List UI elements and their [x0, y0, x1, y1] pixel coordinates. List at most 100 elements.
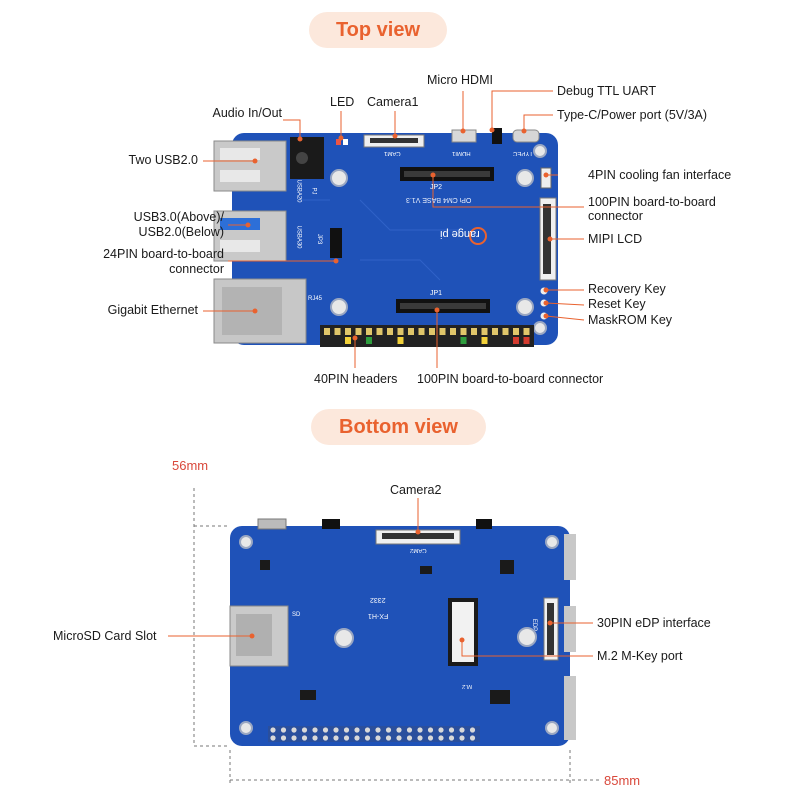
header-pin [513, 328, 519, 335]
silkscreen-jp3: JP3 [316, 233, 323, 245]
label-micro-hdmi: Micro HDMI [427, 73, 493, 87]
pin-hole [469, 727, 476, 733]
label-b2b100-right-line1: 100PIN board-to-board [588, 195, 716, 209]
label-audio: Audio In/Out [212, 106, 283, 120]
header-pin [460, 328, 467, 335]
header-pin [355, 328, 362, 335]
pin-hole [333, 735, 339, 741]
header-pin [513, 337, 519, 344]
header-pin [324, 328, 330, 335]
pin-hole [333, 727, 339, 733]
top-40pin-header [320, 325, 534, 347]
pin-hole [280, 735, 287, 741]
pin-hole [343, 735, 350, 741]
pin-hole [469, 735, 476, 741]
label-m2: M.2 M-Key port [597, 649, 683, 663]
silkscreen-rj45: RJ45 [308, 296, 323, 302]
pin-hole [291, 727, 297, 733]
header-pin [471, 328, 477, 335]
header-pin [376, 337, 383, 344]
header-pin [418, 328, 425, 335]
silkscreen-m2: M.2 [462, 683, 473, 689]
header-pin [324, 337, 330, 344]
label-recovery: Recovery Key [588, 282, 666, 296]
label-led: LED [330, 95, 355, 109]
header-pin [481, 328, 488, 335]
dimension-height: 56mm [172, 458, 209, 473]
label-mipi: MIPI LCD [588, 232, 643, 246]
label-usb3-line2: USB2.0(Below) [138, 225, 224, 239]
header-pin [408, 328, 414, 335]
pin-hole [375, 735, 381, 741]
pin-hole [280, 727, 287, 733]
label-24pin-line1: 24PIN board-to-board [103, 247, 224, 261]
silkscreen-usba30: USBA30 [295, 225, 302, 249]
label-usb3-line1: USB3.0(Above)/ [133, 210, 224, 224]
pin-hole [448, 735, 455, 741]
header-pin [376, 328, 383, 335]
header-pin [523, 328, 530, 335]
header-pin [492, 337, 498, 344]
label-40pin: 40PIN headers [314, 372, 398, 386]
bottom-board [229, 518, 576, 746]
label-usb2: Two USB2.0 [128, 153, 198, 167]
label-camera2: Camera2 [390, 483, 442, 497]
label-typec: Type-C/Power port (5V/3A) [557, 108, 708, 122]
pin-hole [385, 727, 392, 733]
silkscreen-fx: FX-H1 [368, 612, 389, 619]
header-pin [450, 328, 456, 335]
pin-hole [438, 735, 444, 741]
pin-hole [354, 735, 360, 741]
pin-hole [459, 727, 465, 733]
header-pin [355, 337, 362, 344]
header-pin [523, 337, 530, 344]
silkscreen-jp2: JP2 [430, 184, 443, 191]
label-edp: 30PIN eDP interface [597, 616, 711, 630]
silkscreen-cam1: CAM1 [384, 150, 401, 156]
label-maskrom: MaskROM Key [588, 313, 673, 327]
label-camera1: Camera1 [367, 95, 419, 109]
header-pin [366, 337, 372, 344]
header-pin [429, 328, 435, 335]
pin-hole [301, 727, 308, 733]
header-pin [345, 337, 351, 344]
silkscreen-cam2: CAM2 [410, 547, 427, 553]
silkscreen-sd: SD [292, 612, 301, 618]
pin-hole [364, 727, 371, 733]
header-pin [450, 337, 456, 344]
pin-hole [427, 735, 434, 741]
bottom-pin-holes [268, 726, 480, 742]
header-pin [439, 337, 446, 344]
label-24pin-line2: connector [169, 262, 224, 276]
label-fan: 4PIN cooling fan interface [588, 168, 732, 182]
header-pin [502, 337, 509, 344]
pin-hole [301, 735, 308, 741]
pin-hole [438, 727, 444, 733]
header-pin [429, 337, 435, 344]
label-microsd: MicroSD Card Slot [53, 629, 157, 643]
header-pin [492, 328, 498, 335]
header-pin [387, 337, 393, 344]
header-pin [418, 337, 425, 344]
pin-hole [448, 727, 455, 733]
label-debug-uart: Debug TTL UART [557, 84, 657, 98]
pin-hole [270, 727, 276, 733]
pin-hole [312, 735, 318, 741]
silkscreen-usba20: USBA20 [295, 179, 302, 203]
pin-hole [364, 735, 371, 741]
silkscreen-board-name: OPi CM4 BASE V1.3 [406, 196, 472, 203]
header-pin [366, 328, 372, 335]
header-pin [481, 337, 488, 344]
header-pin [397, 337, 404, 344]
header-pin [408, 337, 414, 344]
header-pin [345, 328, 351, 335]
header-pin [460, 337, 467, 344]
label-ethernet: Gigabit Ethernet [107, 303, 198, 317]
top-board [213, 128, 558, 347]
header-pin [387, 328, 393, 335]
bottom-view-header: Bottom view [311, 409, 486, 445]
pin-hole [291, 735, 297, 741]
silkscreen-brand: range pi [440, 228, 480, 240]
header-pin [334, 328, 341, 335]
header-pin [502, 328, 509, 335]
